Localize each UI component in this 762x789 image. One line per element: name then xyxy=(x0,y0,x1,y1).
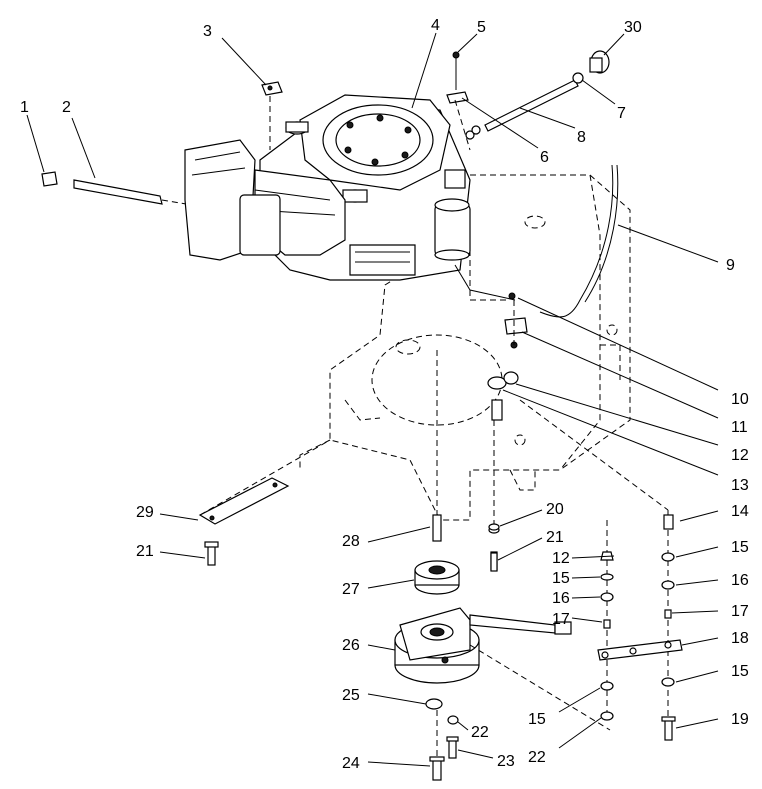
callout-1: 1 xyxy=(20,99,29,116)
part-5-bolt xyxy=(452,51,460,90)
callout-25: 25 xyxy=(342,687,360,704)
callout-29: 29 xyxy=(136,504,154,521)
part-28-key xyxy=(432,514,442,542)
callout-8: 8 xyxy=(577,129,586,146)
part-26-clutch xyxy=(394,607,611,731)
callout-5: 5 xyxy=(477,19,486,36)
callout-7: 7 xyxy=(617,105,626,122)
callout-27: 27 xyxy=(342,581,360,598)
callout-labels: 1 2 3 4 5 30 7 8 6 9 10 11 12 13 14 15 1… xyxy=(20,17,749,772)
callout-26: 26 xyxy=(342,637,360,654)
callout-17a: 17 xyxy=(731,603,749,620)
callout-14: 14 xyxy=(731,503,749,520)
callout-15c: 15 xyxy=(552,570,570,587)
callout-17b: 17 xyxy=(552,611,570,628)
callout-16a: 16 xyxy=(731,572,749,589)
part-3-bracket xyxy=(261,81,283,150)
callout-13: 13 xyxy=(731,477,749,494)
callout-12: 12 xyxy=(731,447,749,464)
callout-4: 4 xyxy=(431,17,440,34)
part-8-rod xyxy=(471,79,579,135)
callout-20: 20 xyxy=(546,501,564,518)
callout-23: 23 xyxy=(497,753,515,770)
callout-28: 28 xyxy=(342,533,360,550)
part-30-knob xyxy=(589,50,610,74)
part-22-bushing-left xyxy=(447,715,459,725)
callout-10: 10 xyxy=(731,391,749,408)
part-18-idler-arm xyxy=(597,639,683,661)
part-24-bolt xyxy=(429,710,445,781)
callout-15d: 15 xyxy=(528,711,546,728)
part-27-pulley xyxy=(414,560,460,595)
part-20-washer xyxy=(488,523,500,531)
callout-22b: 22 xyxy=(528,749,546,766)
callout-22a: 22 xyxy=(471,724,489,741)
callout-9: 9 xyxy=(726,257,735,274)
callout-6: 6 xyxy=(540,149,549,166)
callout-15b: 15 xyxy=(731,663,749,680)
callout-21a: 21 xyxy=(136,543,154,560)
part-21-bolt-mid xyxy=(490,552,498,572)
parts-12-13-pulley xyxy=(487,371,519,421)
parts-10-11-hardware xyxy=(504,292,528,349)
callout-3: 3 xyxy=(203,23,212,40)
part-29-plate xyxy=(198,439,331,525)
engine xyxy=(184,94,516,301)
callout-12b: 12 xyxy=(552,550,570,567)
part-1-cap xyxy=(41,171,58,187)
right-hardware-stack xyxy=(519,399,676,741)
callout-24: 24 xyxy=(342,755,360,772)
callout-15a: 15 xyxy=(731,539,749,556)
part-23-bolt xyxy=(446,736,459,759)
part-9-cable xyxy=(539,164,619,318)
callout-19: 19 xyxy=(731,711,749,728)
callout-11: 11 xyxy=(731,419,748,436)
callout-30: 30 xyxy=(624,19,642,36)
middle-hardware-stack xyxy=(488,420,614,721)
callout-2: 2 xyxy=(62,99,71,116)
callout-16b: 16 xyxy=(552,590,570,607)
part-21-bolt-left xyxy=(204,541,219,566)
part-6-clamp xyxy=(446,91,475,151)
part-25-spacer xyxy=(425,698,443,710)
callout-18: 18 xyxy=(731,630,749,647)
part-7-clip xyxy=(572,72,584,84)
leader-lines xyxy=(26,32,719,767)
part-2-tube xyxy=(73,179,187,205)
callout-21b: 21 xyxy=(546,529,564,546)
